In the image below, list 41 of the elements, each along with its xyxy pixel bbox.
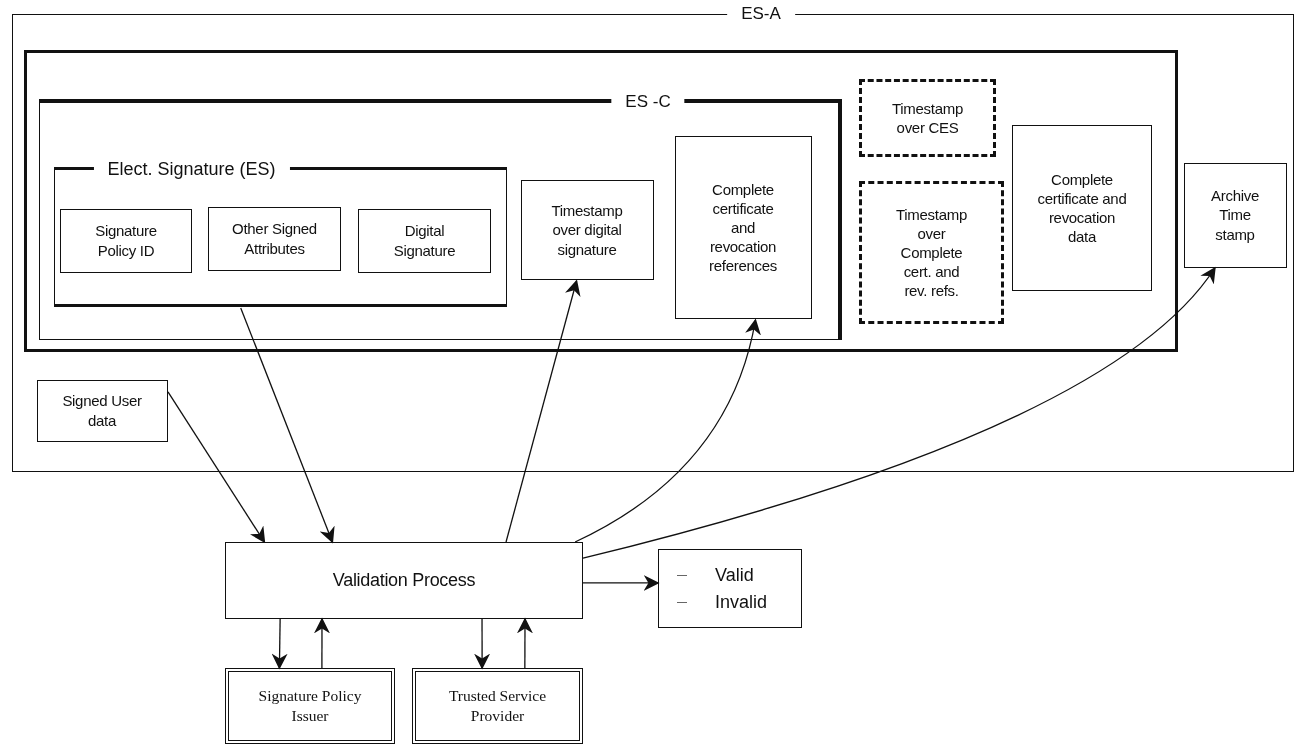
arrow [582, 266, 1216, 559]
node-label: Other Signed Attributes [231, 219, 318, 258]
arrow [505, 279, 581, 543]
data-box [60, 208, 192, 273]
arrow [474, 618, 491, 670]
arrow [314, 617, 330, 669]
data-box [358, 208, 491, 273]
data-box [36, 379, 168, 442]
node-label: Complete certificate and revocation references [708, 179, 778, 276]
data-box [1183, 162, 1287, 268]
node-label: Timestamp over digital signature [550, 201, 624, 259]
group-title: Elect. Signature (ES) [93, 159, 290, 179]
node-label: Complete certificate and revocation data [1036, 169, 1128, 247]
result-label: Valid [715, 563, 754, 587]
container-box [23, 49, 1178, 352]
node-label: Validation Process [331, 569, 477, 592]
entity-box [412, 668, 583, 744]
node-label: Timestamp over CES [891, 98, 964, 138]
data-box [674, 136, 812, 319]
arrow [271, 618, 288, 670]
dashed-box [859, 79, 996, 157]
node-label: Signed User data [61, 391, 143, 430]
arrow [574, 318, 761, 543]
result-label: Invalid [715, 590, 768, 614]
data-box [1012, 125, 1152, 291]
arrow [516, 617, 533, 669]
arrow [240, 307, 335, 544]
result-box [658, 549, 802, 628]
data-box [520, 180, 654, 280]
entity-box [225, 668, 395, 744]
node-label: Trusted Service Provider [447, 686, 548, 726]
node-label: Signature Policy Issuer [257, 686, 363, 726]
node-label: Archive Time stamp [1210, 186, 1260, 244]
node-label: Timestamp over Complete cert. and rev. refs. [895, 204, 968, 301]
process-box [225, 542, 583, 619]
arrow [167, 391, 266, 544]
node-label: Digital Signature [392, 221, 457, 260]
arrow [582, 574, 660, 591]
dashed-box [859, 181, 1004, 324]
node-label: Signature Policy ID [94, 221, 158, 260]
data-box [208, 206, 341, 271]
